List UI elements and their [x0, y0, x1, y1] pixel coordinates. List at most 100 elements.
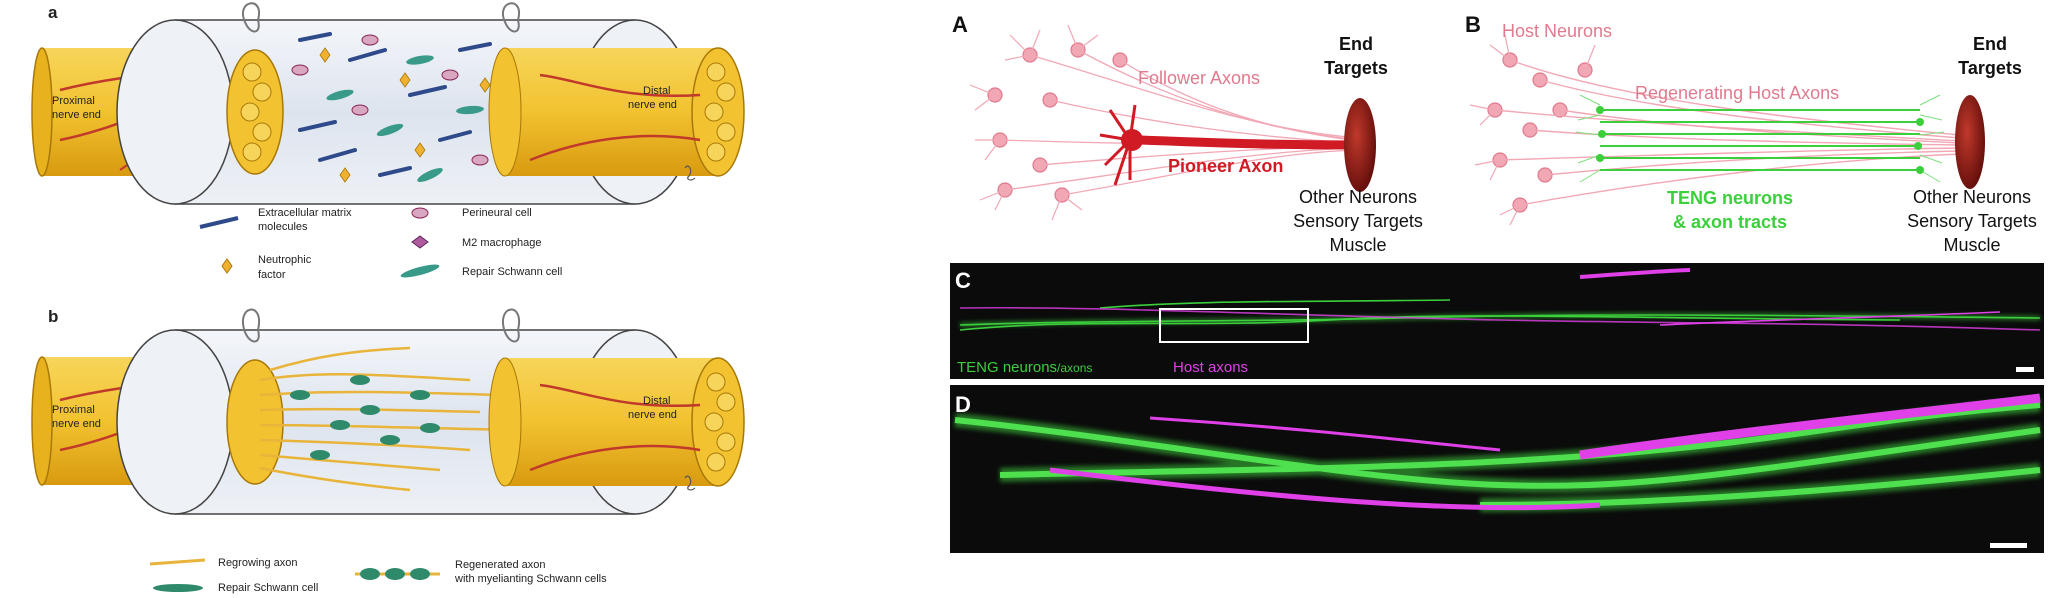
legend-regenerated-line1: Regenerated axon	[455, 559, 546, 571]
host-dendrites	[1469, 34, 1596, 226]
vessel-a4	[539, 73, 701, 97]
proximal-label-a-line1: Proximal	[52, 95, 95, 107]
perineural-cells-a	[291, 34, 489, 166]
follower-axons-label: Follower Axons	[1138, 68, 1260, 88]
micrograph-D-magenta-fibers	[1049, 393, 2041, 511]
panel-C-letter: C	[955, 268, 971, 293]
proximal-nerve-cap-a	[31, 47, 53, 177]
teng-label-line2: & axon tracts	[1673, 212, 1787, 232]
proximal-label-b-line2: nerve end	[52, 418, 101, 430]
proximal-label-a-line2: nerve end	[52, 109, 101, 121]
panel-D: D	[950, 385, 2044, 553]
targets-A-line1: Other Neurons	[1299, 187, 1417, 207]
artist-signature-b	[684, 475, 696, 491]
myelinating-sc-b	[290, 375, 440, 460]
pioneer-axon-shaft	[1139, 135, 1356, 150]
distal-label-a-line1: Distal	[643, 85, 671, 97]
legend-repair-sc-label-b: Repair Schwann cell	[218, 582, 318, 594]
suture-a-left	[242, 2, 261, 33]
panel-b: b Proximal	[31, 307, 745, 594]
follower-dendrites	[969, 24, 1099, 221]
legend-repair-sc-swatch-a	[400, 264, 440, 278]
suture-a-right	[502, 2, 521, 33]
teng-tracts	[1600, 109, 1920, 171]
legend-neurotrophic-swatch	[221, 258, 233, 274]
vessel-b4	[529, 444, 701, 472]
legend-neurotrophic-line2: factor	[258, 269, 286, 281]
teng-label-line1: TENG neurons	[1667, 188, 1793, 208]
proximal-label-b-line1: Proximal	[52, 404, 95, 416]
distal-label-b-line2: nerve end	[628, 409, 677, 421]
host-neurons-label: Host Neurons	[1502, 21, 1612, 41]
panel-b-letter: b	[48, 307, 58, 326]
regenerating-label: Regenerating Host Axons	[1635, 83, 1839, 103]
legend-b: Regrowing axon Repair Schwann cell Regen…	[149, 557, 607, 594]
legend-perineural-swatch	[411, 207, 429, 219]
panel-A: A Follower	[952, 12, 1423, 255]
legend-regrowing-swatch	[149, 558, 206, 566]
suture-b-right	[502, 308, 521, 343]
pioneer-axon-label: Pioneer Axon	[1168, 156, 1283, 176]
host-axons	[1494, 59, 1961, 206]
targets-A-line3: Muscle	[1329, 235, 1386, 255]
panel-B: B	[1465, 12, 2037, 255]
legend-m2-swatch	[411, 235, 429, 249]
distal-nerve-back-b	[488, 357, 522, 487]
legend-perineural-label: Perineural cell	[462, 207, 532, 219]
teng-neuron-clusters	[1575, 94, 1945, 183]
teng-neuron-bodies	[1596, 106, 1924, 174]
legend-repair-sc-swatch-b	[153, 584, 203, 592]
zoom-box-C	[1159, 308, 1309, 343]
panel-A-letter: A	[952, 12, 968, 37]
legend-repair-sc-label-a: Repair Schwann cell	[462, 266, 562, 278]
end-targets-B-line2: Targets	[1958, 58, 2022, 78]
micrograph-C-green-fibers	[959, 299, 2041, 331]
distal-label-a-line2: nerve end	[628, 99, 677, 111]
end-targets-A-line2: Targets	[1324, 58, 1388, 78]
follower-neurons	[987, 42, 1128, 203]
legend-regrowing-label: Regrowing axon	[218, 557, 298, 569]
targets-B-line2: Sensory Targets	[1907, 211, 2037, 231]
distal-nerve-back-a	[488, 47, 522, 177]
end-target-A	[1344, 98, 1376, 192]
end-targets-B-line1: End	[1973, 34, 2007, 54]
scale-bar-D	[1990, 543, 2027, 548]
fascicles-distal-a	[704, 62, 736, 162]
teng-legend-C-suffix: /axons	[1057, 361, 1092, 375]
proximal-nerve-cap-b	[31, 356, 53, 486]
ecm-molecules-a	[298, 32, 492, 177]
legend-m2-label: M2 macrophage	[462, 237, 542, 249]
distal-label-b-line1: Distal	[643, 395, 671, 407]
panel-B-letter: B	[1465, 12, 1481, 37]
end-targets-A-line1: End	[1339, 34, 1373, 54]
schwann-cells-a	[326, 55, 484, 182]
legend-a: Extracellular matrix molecules Neutrophi…	[199, 207, 562, 281]
pioneer-neuron	[1099, 104, 1356, 186]
scale-bar-C	[2016, 367, 2034, 372]
end-target-B	[1955, 95, 1985, 189]
targets-A-line2: Sensory Targets	[1293, 211, 1423, 231]
fascicles-proximal-a	[240, 62, 272, 162]
teng-legend-C-main: TENG neurons	[957, 359, 1057, 376]
fascicles-distal-b	[704, 372, 736, 472]
vessel-b3	[539, 383, 701, 407]
regrowing-axons-b	[259, 346, 521, 492]
host-legend-C: Host axons	[1173, 359, 1248, 376]
conduit-left-rim-a	[116, 19, 234, 205]
conduit-left-rim-b	[116, 329, 234, 515]
panel-C: C TENG neurons/axons Host axons	[950, 263, 2044, 379]
targets-B-line3: Muscle	[1943, 235, 2000, 255]
micrograph-C-magenta-fibers	[959, 268, 2041, 331]
artist-signature-a	[684, 165, 696, 181]
legend-ecm-line2: molecules	[258, 221, 308, 233]
legend-ecm-swatch	[199, 216, 239, 229]
pioneer-dendrites	[1099, 104, 1137, 186]
panel-D-letter: D	[955, 392, 971, 417]
legend-ecm-line1: Extracellular matrix	[258, 207, 352, 219]
panel-a: a	[31, 2, 745, 281]
neurotrophic-factors-a	[319, 47, 491, 183]
teng-legend-C: TENG neurons/axons	[957, 359, 1092, 376]
proximal-nerve-face-b	[226, 359, 284, 485]
vessel-a5	[529, 134, 701, 162]
